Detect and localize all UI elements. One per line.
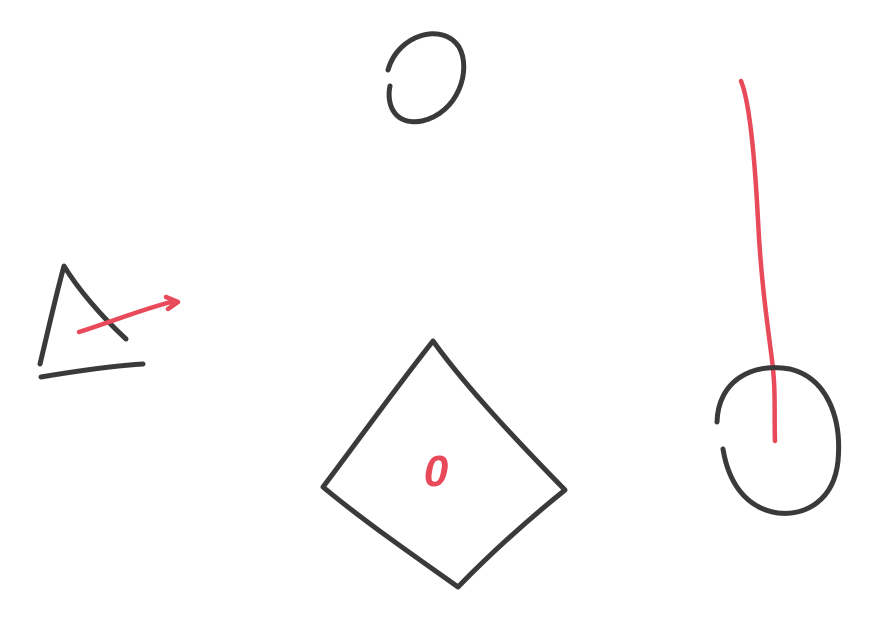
triangle-left [37,263,129,367]
arrow-head [163,294,181,312]
arrow-left [76,299,174,335]
triangle-base [38,361,146,380]
open-circle-right [714,365,842,516]
vertical-line-right [738,78,778,444]
open-circle-top [385,31,467,125]
diamond-center-label: 0 [424,447,449,496]
diamond-center [320,338,568,590]
